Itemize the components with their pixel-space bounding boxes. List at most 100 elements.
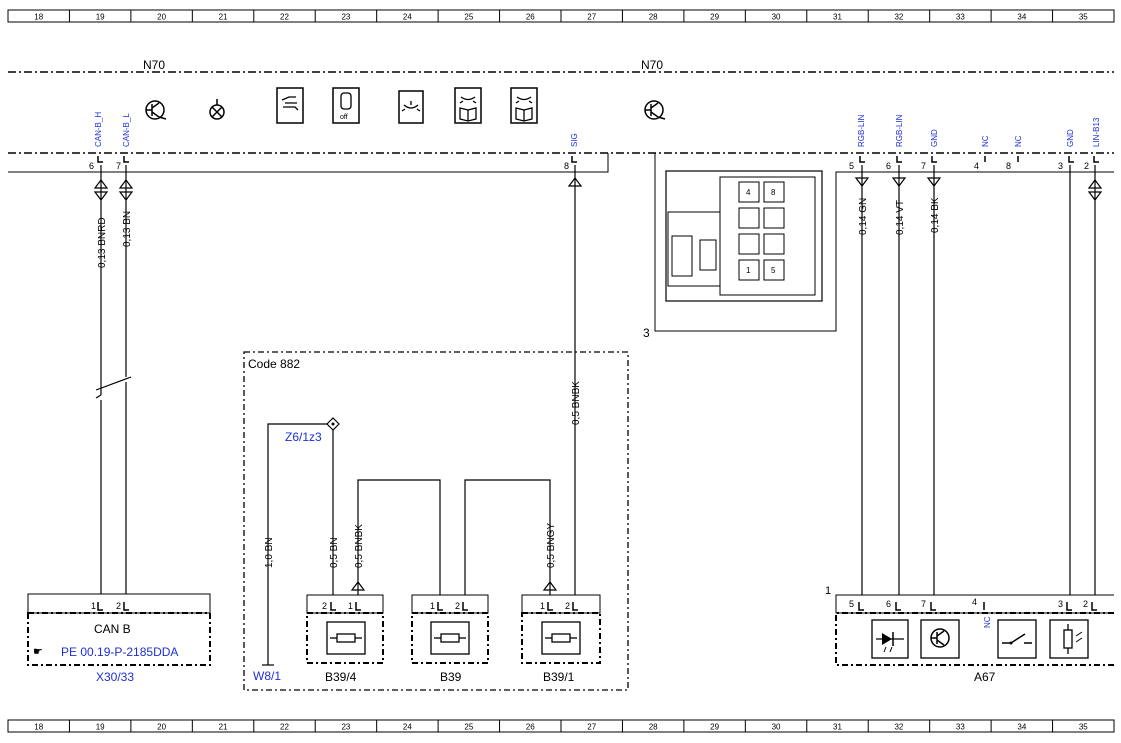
grid-column-label: 28 [649,723,658,732]
grid-column-label: 35 [1079,723,1088,732]
a67-nc-label: NC [983,616,992,628]
wire-label-05bnbk: 0,5 BNBK [354,524,365,568]
wire-label-05bngy: 0,5 BNGY [546,523,557,568]
pin-signal-rgb-lin-2: RGB-LIN [895,114,904,147]
b394-pin-2: 2 [322,601,327,611]
wire-label-gn: 0,14 GN [858,198,869,235]
pointing-hand-icon: ☛ [33,646,43,658]
resistor-icon [326,621,366,655]
a67-num: 1 [825,585,831,597]
connector-3-label: 3 [643,326,650,340]
b391-pin-1: 1 [540,601,545,611]
n70-pin-stubs [97,156,1099,163]
b39-4-label: B39/4 [325,670,357,684]
grid-column-label: 18 [34,723,43,732]
a67-pin-4: 4 [972,597,977,607]
switch-icon [997,619,1037,659]
a67-component: 1 5 6 7 4 3 2 NC [825,585,1114,684]
grid-column-label: 34 [1017,723,1026,732]
grid-column-label: 26 [526,723,535,732]
grid-column-label: 20 [157,723,166,732]
grid-column-label: 29 [710,13,719,22]
book-lamp-icon [454,87,482,124]
a67-pin-2: 2 [1083,599,1088,609]
a67-pin-3: 3 [1058,599,1063,609]
plug-pin-8: 8 [771,188,776,197]
n70-pin-6: 6 [89,161,94,171]
svg-text:off: off [340,114,348,121]
grid-column-label: 32 [894,13,903,22]
b391-pin-2: 2 [565,601,570,611]
n70-pin-7b: 7 [921,161,926,171]
a67-wires [861,165,1096,600]
plug-pin-4: 4 [746,188,751,197]
a67-pin-7: 7 [921,599,926,609]
a67-pin-6: 6 [886,599,891,609]
led-icon [871,619,909,659]
grid-column-label: 25 [464,13,473,22]
grid-column-label: 30 [772,723,781,732]
pin-signal-gnd-1: GND [930,129,939,147]
grid-column-label: 19 [96,13,105,22]
pin-signal-rgb-lin-1: RGB-LIN [857,114,866,147]
a67-arrows [854,177,1103,201]
wire-label-10bn: 1,0 BN [264,537,275,568]
transistor-3-icon [920,619,960,659]
n70-pin-5: 5 [849,161,854,171]
n70-pin-8b: 8 [1006,161,1011,171]
b394-pin-1: 1 [348,601,353,611]
n70-connector-left [8,153,609,173]
n70-pin-8: 8 [564,161,569,171]
n70-connector-right [654,153,1114,332]
n70-label-right: N70 [641,58,663,72]
grid-column-label: 31 [833,723,842,732]
z6-splice-wires [262,423,334,666]
wire-label-bnrd: 0,13 BNRD [97,217,108,268]
grid-column-label: 33 [956,13,965,22]
grid-column-label: 22 [280,13,289,22]
n70-label-left: N70 [143,58,165,72]
b391-arrow [542,581,558,591]
off-switch-icon: off [332,87,360,124]
b39-component: 1 2 B39 [411,594,489,684]
wire-label-vt: 0,14 VT [895,200,906,235]
wire-label-05bn: 0,5 BN [329,537,340,568]
a67-label: A67 [974,670,996,684]
grid-column-label: 33 [956,723,965,732]
grid-column-label: 24 [403,723,412,732]
reading-lamp-icon [398,90,424,124]
pin-signal-nc-1: NC [981,135,990,147]
pin-signal-lin-b13: LIN-B13 [1092,117,1101,147]
grid-column-label: 32 [894,723,903,732]
x30-33-connector: 1 2 CAN B ☛ PE 00.19-P-2185DDA X30/33 [27,593,211,684]
b39-wires [357,479,551,600]
grid-column-label: 23 [341,13,350,22]
n70-pin-2: 2 [1084,161,1089,171]
z6-label: Z6/1z3 [285,430,322,444]
grid-column-label: 24 [403,13,412,22]
transistor-2-icon [644,100,666,120]
grid-column-label: 31 [833,13,842,22]
grid-column-label: 18 [34,13,43,22]
x30-33-label: X30/33 [96,670,134,684]
code-882-box [243,351,629,691]
pe-reference-link[interactable]: PE 00.19-P-2185DDA [61,645,178,659]
resistor-icon [541,621,581,655]
pin-signal-sig: SIG [570,133,579,147]
lamp-icon [209,99,225,120]
b39-pin-1: 1 [430,601,435,611]
resistor-icon [430,621,470,655]
wire-label-bk: 0,14 BK [930,197,941,233]
b394-arrow [350,581,366,591]
w8-label: W8/1 [253,669,281,683]
grid-column-label: 27 [587,723,596,732]
code-882-label: Code 882 [248,357,300,371]
grid-column-label: 20 [157,13,166,22]
can-b-label: CAN B [94,622,131,636]
grid-column-label: 34 [1017,13,1026,22]
b39-pin-2: 2 [455,601,460,611]
x30-pin-1: 1 [91,601,96,611]
photo-sensor-icon [1049,619,1089,659]
